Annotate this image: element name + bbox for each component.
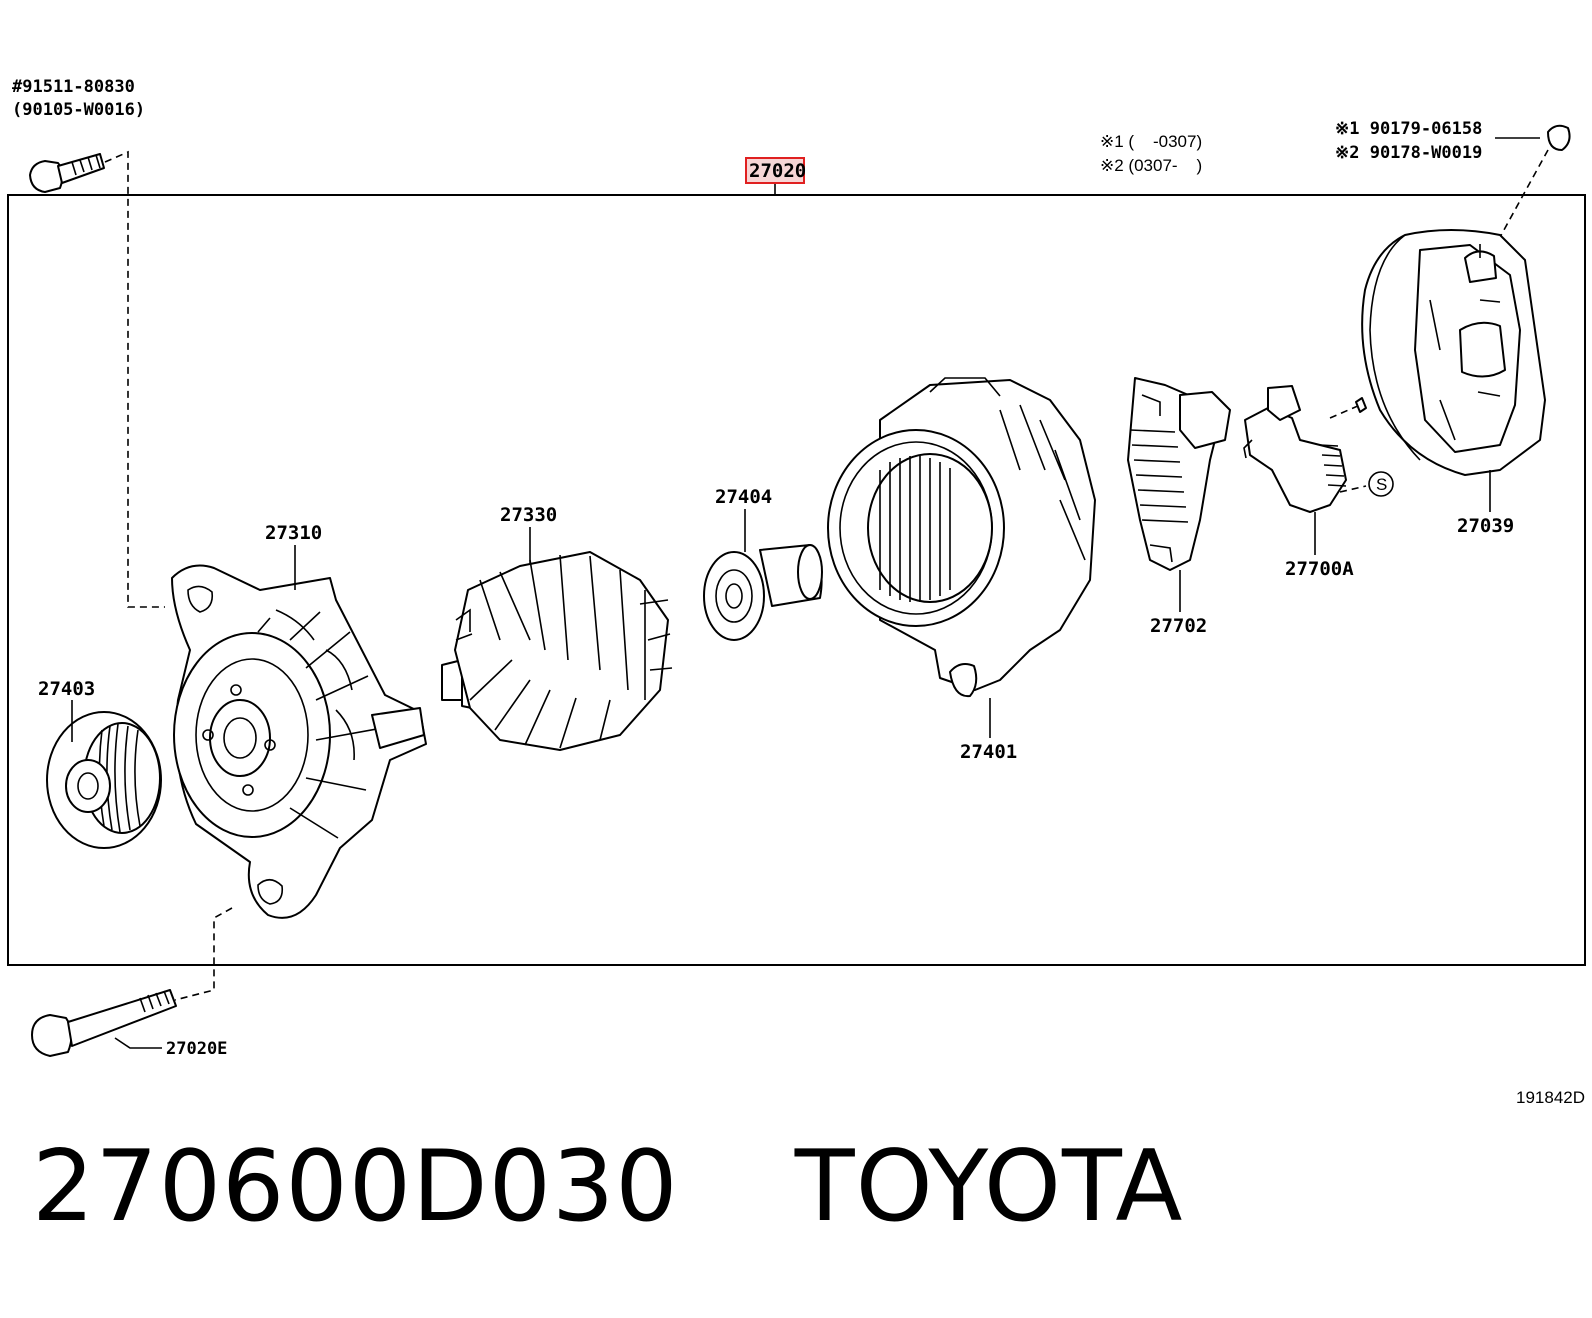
- label-27702[interactable]: 27702: [1150, 615, 1207, 637]
- notes-right-line-2[interactable]: ※2 90178-W0019: [1335, 143, 1482, 163]
- drive-end-frame: [171, 564, 427, 919]
- label-27330[interactable]: 27330: [500, 504, 557, 526]
- label-27401[interactable]: 27401: [960, 741, 1017, 763]
- through-bolt: [31, 907, 233, 1057]
- assembly-frame: [7, 194, 1586, 966]
- rectifier: [1127, 377, 1231, 571]
- footer-brand: TOYOTA: [794, 1130, 1184, 1244]
- assembly-label[interactable]: 27020: [749, 160, 806, 182]
- bolt-top-left-label-1[interactable]: #91511-80830: [12, 77, 135, 97]
- bolt-top-left: [29, 150, 165, 608]
- footer-part-number: 270600D030: [32, 1130, 679, 1244]
- notes-right-line-1[interactable]: ※1 90179-06158: [1335, 119, 1482, 139]
- pulley: [46, 711, 162, 849]
- assembly-label-highlight: [745, 157, 805, 184]
- symbol-s-circle: [1368, 471, 1394, 497]
- brush-holder: [1243, 385, 1367, 513]
- label-27020E[interactable]: 27020E: [166, 1039, 227, 1059]
- bolt-top-left-label-2[interactable]: (90105-W0016): [12, 100, 145, 120]
- terminal-nut: [1493, 124, 1571, 249]
- bearing: [703, 544, 823, 641]
- drawing-id: 191842D: [1516, 1088, 1585, 1107]
- label-27404[interactable]: 27404: [715, 486, 772, 508]
- symbol-s: S: [1376, 475, 1387, 494]
- rear-cover: [1361, 229, 1546, 476]
- label-27700A[interactable]: 27700A: [1285, 558, 1354, 580]
- stator-frame: [827, 377, 1096, 698]
- label-27403[interactable]: 27403: [38, 678, 95, 700]
- footer-caption: 270600D030 TOYOTA: [32, 1138, 1183, 1236]
- rotor: [441, 551, 673, 751]
- label-27039[interactable]: 27039: [1457, 515, 1514, 537]
- notes-left-line-1: ※1 ( -0307): [1100, 132, 1202, 151]
- notes-left-line-2: ※2 (0307- ): [1100, 156, 1202, 175]
- label-27310[interactable]: 27310: [265, 522, 322, 544]
